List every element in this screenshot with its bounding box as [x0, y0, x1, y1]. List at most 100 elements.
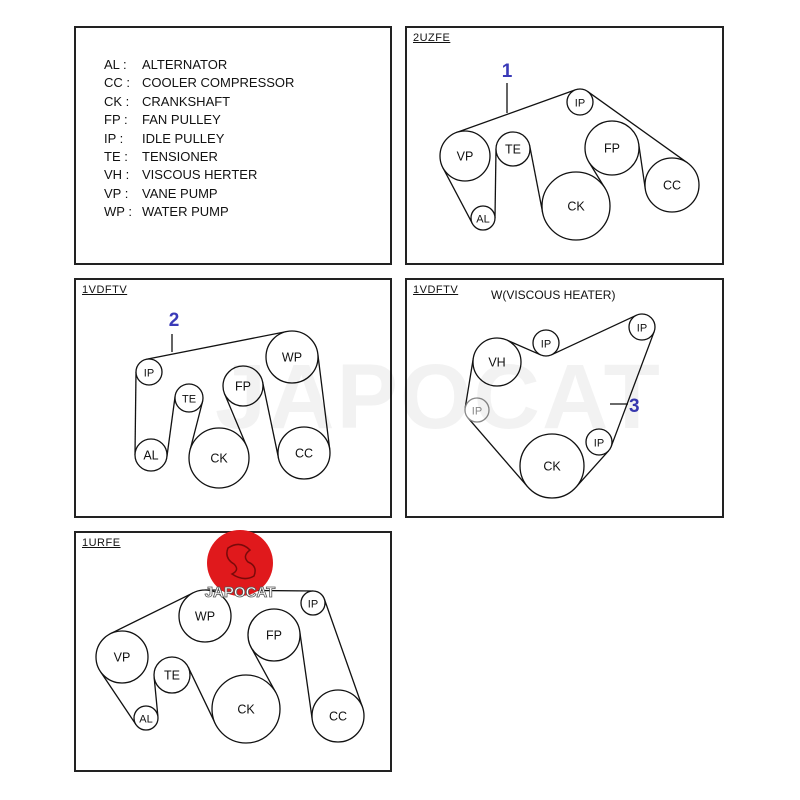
legend-item: WP :WATER PUMP	[104, 203, 294, 221]
pulley-ip	[464, 397, 490, 423]
pulley-label: AL	[139, 714, 152, 726]
pulley-te	[174, 383, 204, 413]
pulley-vh	[472, 337, 522, 387]
pulley-al	[470, 205, 496, 231]
pulley-label: CK	[210, 452, 228, 466]
panel-title: 1URFE	[82, 537, 121, 549]
legend-name: TENSIONER	[142, 149, 218, 165]
legend-item: FP : FAN PULLEY	[104, 111, 294, 129]
legend-name: CRANKSHAFT	[142, 93, 231, 109]
legend-abbr: VP :	[104, 185, 129, 201]
pulley-ip	[300, 590, 326, 616]
pulley-al	[134, 438, 168, 472]
legend-item: CK : CRANKSHAFT	[104, 93, 294, 111]
pulley-label: VP	[457, 150, 474, 164]
legend-name: VANE PUMP	[142, 185, 218, 201]
pulley-ip	[532, 329, 560, 357]
pulley-cc	[644, 157, 700, 213]
legend-item: CC : COOLER COMPRESSOR	[104, 74, 294, 92]
belt-segment	[442, 167, 473, 224]
pulley-fp	[247, 608, 301, 662]
legend-abbr: CC :	[104, 75, 130, 91]
pulley-label: IP	[594, 438, 604, 450]
pulley-ck	[211, 674, 281, 744]
pulley-vp	[439, 130, 491, 182]
belt-segment	[323, 598, 364, 708]
pulley-al	[133, 705, 159, 731]
logo-cat-icon	[226, 543, 256, 580]
pulley-cc	[277, 426, 331, 480]
pulley-label: TE	[164, 669, 180, 683]
logo-text: JAPOCAT	[205, 584, 276, 601]
legend-name: FAN PULLEY	[142, 112, 221, 128]
pulley-label: CC	[295, 447, 313, 461]
legend-abbr: CK :	[104, 93, 130, 109]
pulley-ck	[519, 433, 585, 499]
belt-segment	[261, 381, 280, 459]
belt-segment	[187, 666, 216, 724]
pulley-ip	[628, 313, 656, 341]
pulley-label: CC	[663, 179, 681, 193]
legend-name: COOLER COMPRESSOR	[142, 75, 295, 91]
pulley-label: WP	[282, 351, 302, 365]
belt-segment	[146, 330, 288, 360]
legend-item: TE : TENSIONER	[104, 148, 294, 166]
pulley-ip	[135, 358, 163, 386]
pulley-te	[495, 131, 531, 167]
panel-title: 1VDFTV	[82, 284, 128, 296]
belt-segment	[467, 417, 529, 488]
pulley-label: IP	[472, 406, 482, 418]
legend-item: VH :VISCOUS HERTER	[104, 166, 294, 184]
pulley-ip	[585, 428, 613, 456]
logo-circle	[207, 530, 273, 596]
belt-segment	[506, 339, 542, 356]
pulley-label: IP	[144, 368, 154, 380]
pulley-label: FP	[604, 142, 620, 156]
pulley-label: AL	[143, 449, 158, 463]
pulley-te	[153, 656, 191, 694]
belt-segment	[153, 676, 159, 717]
pulley-label: IP	[541, 339, 551, 351]
pulley-label: CC	[329, 710, 347, 724]
legend-abbr: WP :	[104, 204, 132, 220]
panel-subtitle: W(VISCOUS HEATER)	[491, 288, 616, 302]
legend-name: VISCOUS HERTER	[142, 167, 258, 183]
pulley-label: TE	[182, 394, 196, 406]
panel-title: 2UZFE	[413, 32, 451, 44]
pulley-label: WP	[195, 610, 215, 624]
panel-title: 1VDFTV	[413, 284, 459, 296]
belt-segment	[464, 358, 474, 409]
legend-abbr: IP :	[104, 130, 124, 146]
belt-segment	[134, 371, 137, 455]
belt-segment	[317, 353, 331, 450]
belt-segment	[529, 145, 544, 213]
belt-segment	[110, 592, 194, 635]
legend-abbr: TE :	[104, 149, 128, 165]
pulley-label: VP	[114, 651, 131, 665]
pulley-label: CK	[543, 460, 561, 474]
pulley-ck	[541, 171, 611, 241]
pulley-label: FP	[266, 629, 282, 643]
pulley-ck	[188, 427, 250, 489]
pulley-label: CK	[567, 200, 585, 214]
pulley-wp	[265, 330, 319, 384]
pulley-wp	[178, 589, 232, 643]
belt-segment	[299, 631, 313, 720]
pulley-fp	[222, 365, 264, 407]
pulley-label: FP	[235, 380, 251, 394]
legend-item: IP :IDLE PULLEY	[104, 130, 294, 148]
belt-segment	[610, 331, 655, 447]
pulley-fp	[584, 120, 640, 176]
pulley-vp	[95, 630, 149, 684]
legend-abbr: FP :	[104, 112, 128, 128]
belt-segment	[99, 671, 137, 726]
pulley-label: TE	[505, 143, 521, 157]
belt-segment	[223, 393, 248, 447]
pulley-cc	[311, 689, 365, 743]
belt-segment	[189, 401, 204, 451]
legend-item: VP : VANE PUMP	[104, 185, 294, 203]
belt-segment	[575, 450, 610, 488]
pulley-label: IP	[575, 98, 585, 110]
